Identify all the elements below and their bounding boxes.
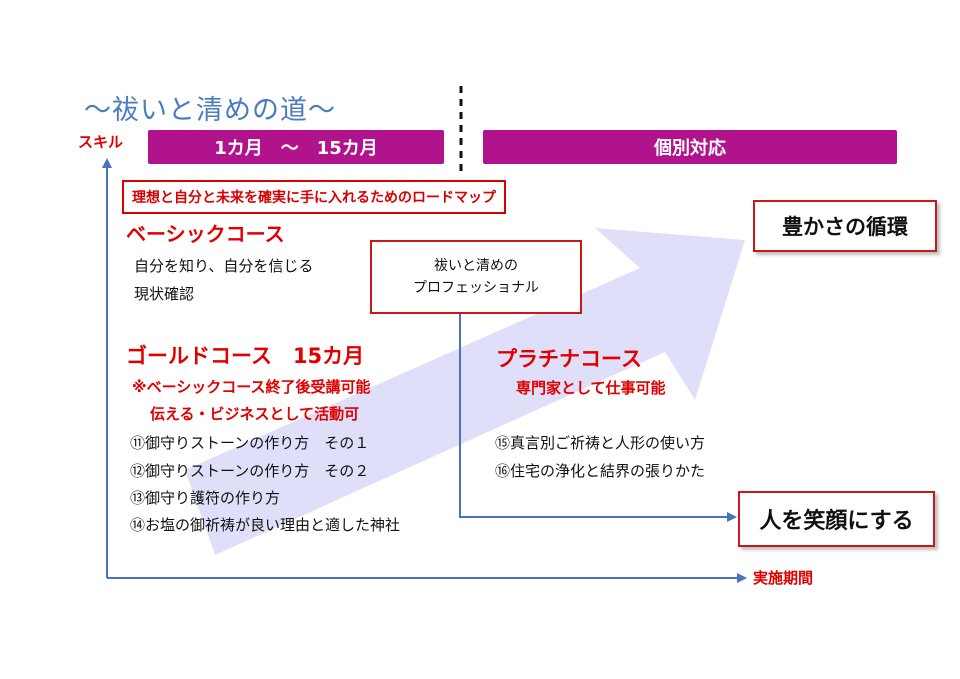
course-item: ⑯住宅の浄化と結界の張りかた <box>495 462 706 480</box>
abundance-result-label: 豊かさの循環 <box>782 215 908 239</box>
growth-arrow <box>185 228 745 555</box>
diagram-title: 〜祓いと清めの道〜 <box>84 95 336 126</box>
professional-box: 祓いと清めの プロフェッショナル <box>370 240 582 314</box>
y-axis-label: スキル <box>78 133 124 151</box>
platinum-course-heading: プラチナコース <box>496 347 642 371</box>
basic-course-line: 現状確認 <box>134 285 195 303</box>
period-band-label: 1カ月 〜 15カ月 <box>214 138 378 159</box>
gold-course-heading: ゴールドコース 15カ月 <box>126 344 365 368</box>
connector-line <box>459 312 737 522</box>
x-axis-label: 実施期間 <box>753 569 814 587</box>
basic-course-heading: ベーシックコース <box>126 222 285 246</box>
professional-line: 祓いと清めの <box>434 258 518 274</box>
roadmap-banner: 理想と自分と未来を確実に手に入れるためのロードマップ <box>122 180 506 214</box>
smile-result-box: 人を笑顔にする <box>738 491 935 547</box>
basic-course-line: 自分を知り、自分を信じる <box>134 257 314 275</box>
course-item: ⑪御守りストーンの作り方 その１ <box>130 434 370 452</box>
abundance-result-box: 豊かさの循環 <box>753 200 937 252</box>
platinum-course-note: 専門家として仕事可能 <box>516 379 666 397</box>
individual-band: 個別対応 <box>483 130 897 164</box>
roadmap-label: 理想と自分と未来を確実に手に入れるためのロードマップ <box>132 190 496 206</box>
gold-course-note: 伝える・ビジネスとして活動可 <box>150 405 360 423</box>
individual-band-label: 個別対応 <box>654 138 726 159</box>
gold-course-note: ※ベーシックコース終了後受講可能 <box>132 378 371 396</box>
course-item: ⑮真言別ご祈祷と人形の使い方 <box>495 434 706 452</box>
course-item: ⑬御守り護符の作り方 <box>130 489 281 507</box>
course-item: ⑫御守りストーンの作り方 その２ <box>130 462 370 480</box>
period-band: 1カ月 〜 15カ月 <box>148 130 444 164</box>
smile-result-label: 人を笑顔にする <box>759 509 914 534</box>
professional-line: プロフェッショナル <box>413 280 539 296</box>
course-item: ⑭お塩の御祈祷が良い理由と適した神社 <box>130 516 401 534</box>
